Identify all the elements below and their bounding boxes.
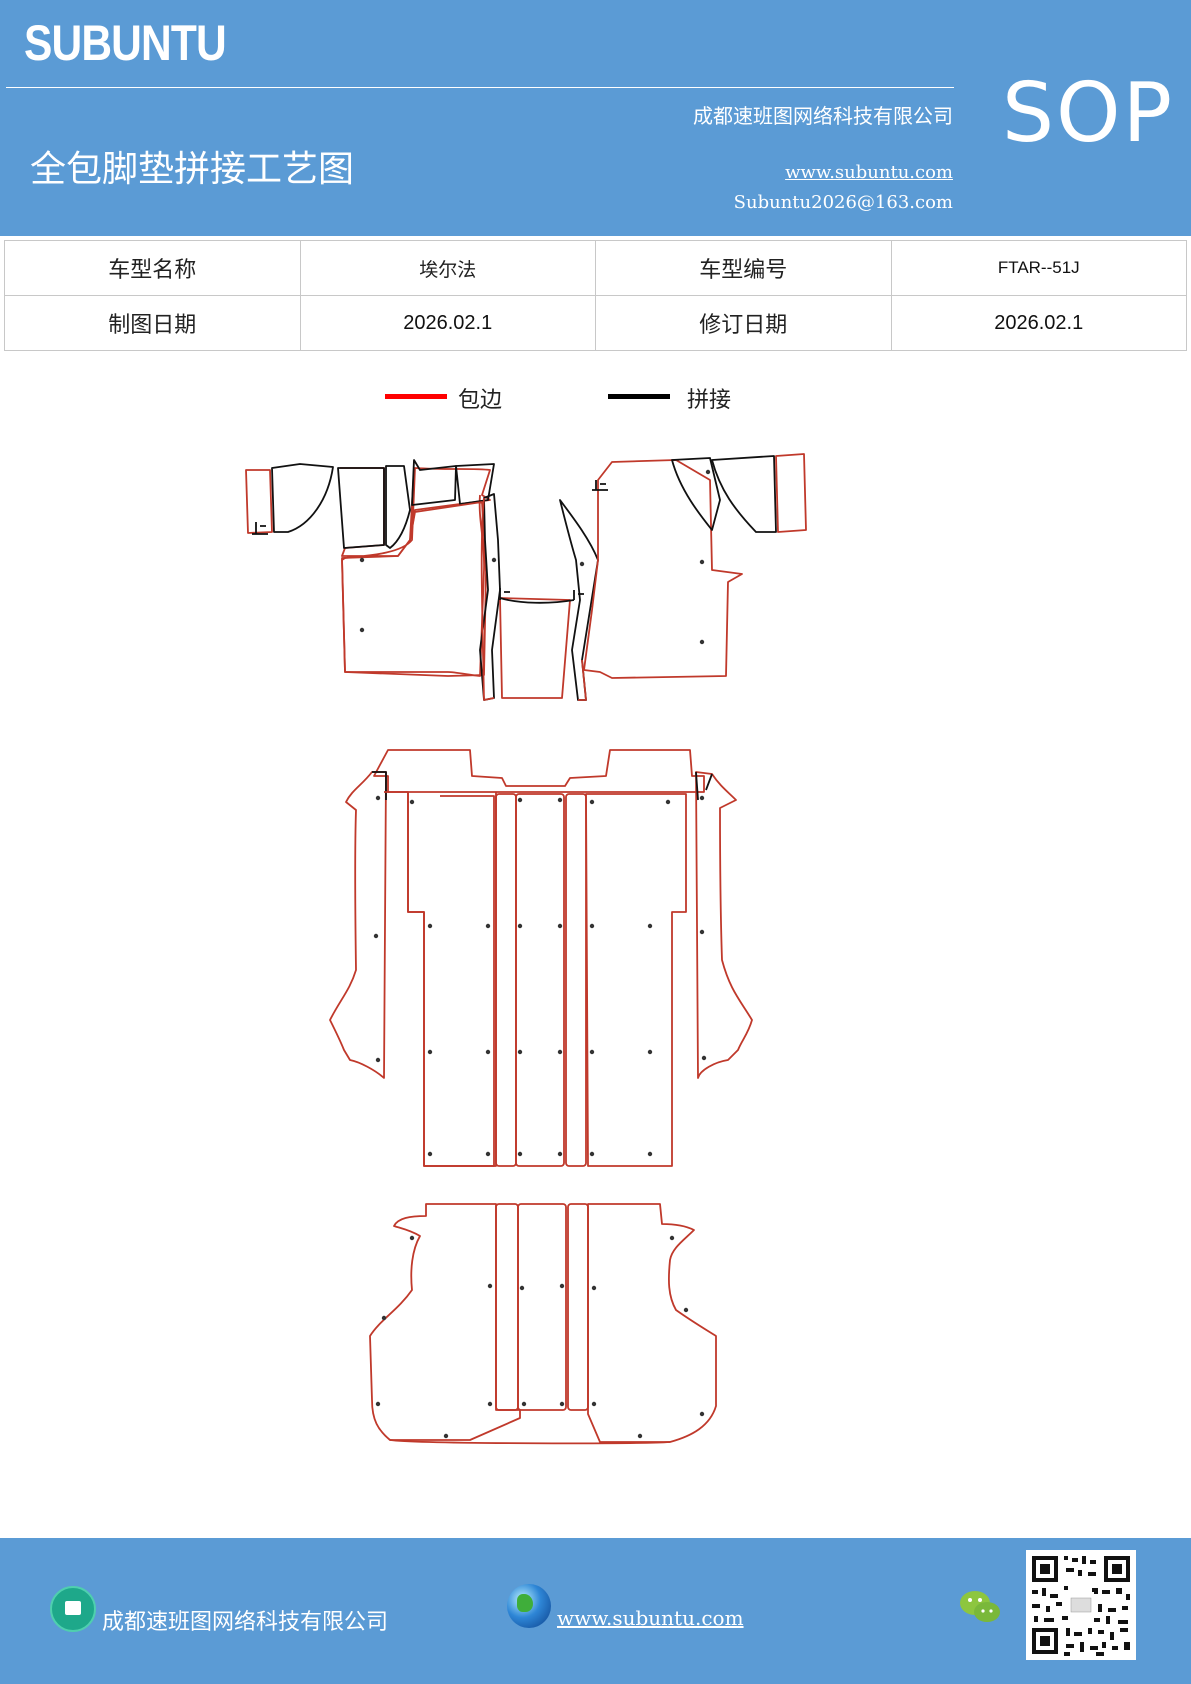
mounting-holes [359,469,711,1439]
revise-date-value: 2026.02.1 [890,295,1187,351]
mat-piece-front-left-main [340,467,491,677]
globe-icon [507,1584,551,1628]
legend-swatch-edge [385,394,447,399]
contact-email[interactable]: Subuntu2026@163.com [733,192,953,213]
seam-front-left-d [455,463,495,505]
mat-piece-rear-right [587,1203,717,1443]
seam-mark [252,522,268,535]
seam-mid-left-side [372,771,387,800]
legend: 包边 拼接 [0,382,1191,422]
legend-label-seam: 拼接 [687,388,732,413]
mat-piece-rear-left [369,1203,521,1441]
mat-piece-mid-left [384,791,497,1167]
sop-badge: SOP [1002,66,1175,161]
mat-piece-front-left-arc [271,463,334,533]
building-icon [50,1586,96,1632]
qr-code[interactable] [1026,1550,1136,1660]
floor-mat-diagram [245,453,807,1445]
mat-piece-mid-right [585,793,687,1167]
mat-piece-front-left-floor [341,501,487,677]
footer-website-link[interactable]: www.subuntu.com [557,1606,744,1630]
footer-banner: 成都速班图网络科技有限公司 www.subuntu.com [0,1538,1191,1684]
mat-piece-tunnel-center [499,597,571,699]
seam-mid-right-side [695,771,713,801]
seam-front-left-a [337,467,385,549]
mat-piece-rear-center [517,1203,567,1411]
footer-company-name: 成都速班图网络科技有限公司 [102,1610,389,1635]
company-name: 成都速班图网络科技有限公司 [693,104,953,128]
mat-piece-tunnel-left-edge [480,497,495,701]
seam-front-left-b [385,465,411,549]
header-banner: SUBUNTU 成都速班图网络科技有限公司 全包脚垫拼接工艺图 www.subu… [0,0,1191,236]
legend-swatch-seam [608,394,670,399]
mat-piece-mid-top [373,749,705,793]
info-table: 车型名称 埃尔法 车型编号 FTAR--51J 制图日期 2026.02.1 修… [4,240,1187,351]
seam-front-right-b [711,455,777,533]
mat-piece-mid-left-outline [407,792,495,1167]
model-name-value: 埃尔法 [299,240,596,296]
model-name-label: 车型名称 [4,240,301,296]
mat-piece-rear-strip-2 [567,1203,589,1411]
mat-piece-mid-strip-3 [565,793,587,1167]
mat-piece-mid-strip-2 [515,793,565,1167]
mat-piece-mid-strip-1 [495,793,517,1167]
table-row: 车型名称 埃尔法 车型编号 FTAR--51J [4,240,1187,296]
mat-piece-front-right-floor [583,459,743,679]
seam-mark [592,480,608,491]
seam-mark [499,588,510,600]
document-title: 全包脚垫拼接工艺图 [30,149,355,190]
model-code-label: 车型编号 [595,240,892,296]
seam-front-right-a [671,457,721,531]
mat-piece-mid-right-side [695,771,753,1079]
draw-date-label: 制图日期 [4,295,301,351]
header-divider [6,87,954,88]
model-code-value: FTAR--51J [890,240,1187,296]
legend-label-edge: 包边 [458,388,503,413]
mat-piece-tunnel-right-edge [578,659,587,701]
mat-piece-rear-strip-1 [495,1203,519,1411]
mat-piece-rear-bottom [389,1439,671,1445]
draw-date-value: 2026.02.1 [299,295,596,351]
website-link[interactable]: www.subuntu.com [785,162,953,183]
table-row: 制图日期 2026.02.1 修订日期 2026.02.1 [4,295,1187,351]
brand-logo: SUBUNTU [24,15,227,71]
seam-front-left-c [411,459,457,506]
seam-tunnel-center [499,597,575,604]
mat-piece-front-left-tab [245,469,273,534]
mat-piece-front-right-tab [775,453,807,533]
wechat-icon[interactable] [958,1588,1002,1626]
mat-piece-mid-left-side [329,771,387,1079]
revise-date-label: 修订日期 [595,295,892,351]
seam-mark [573,590,584,600]
